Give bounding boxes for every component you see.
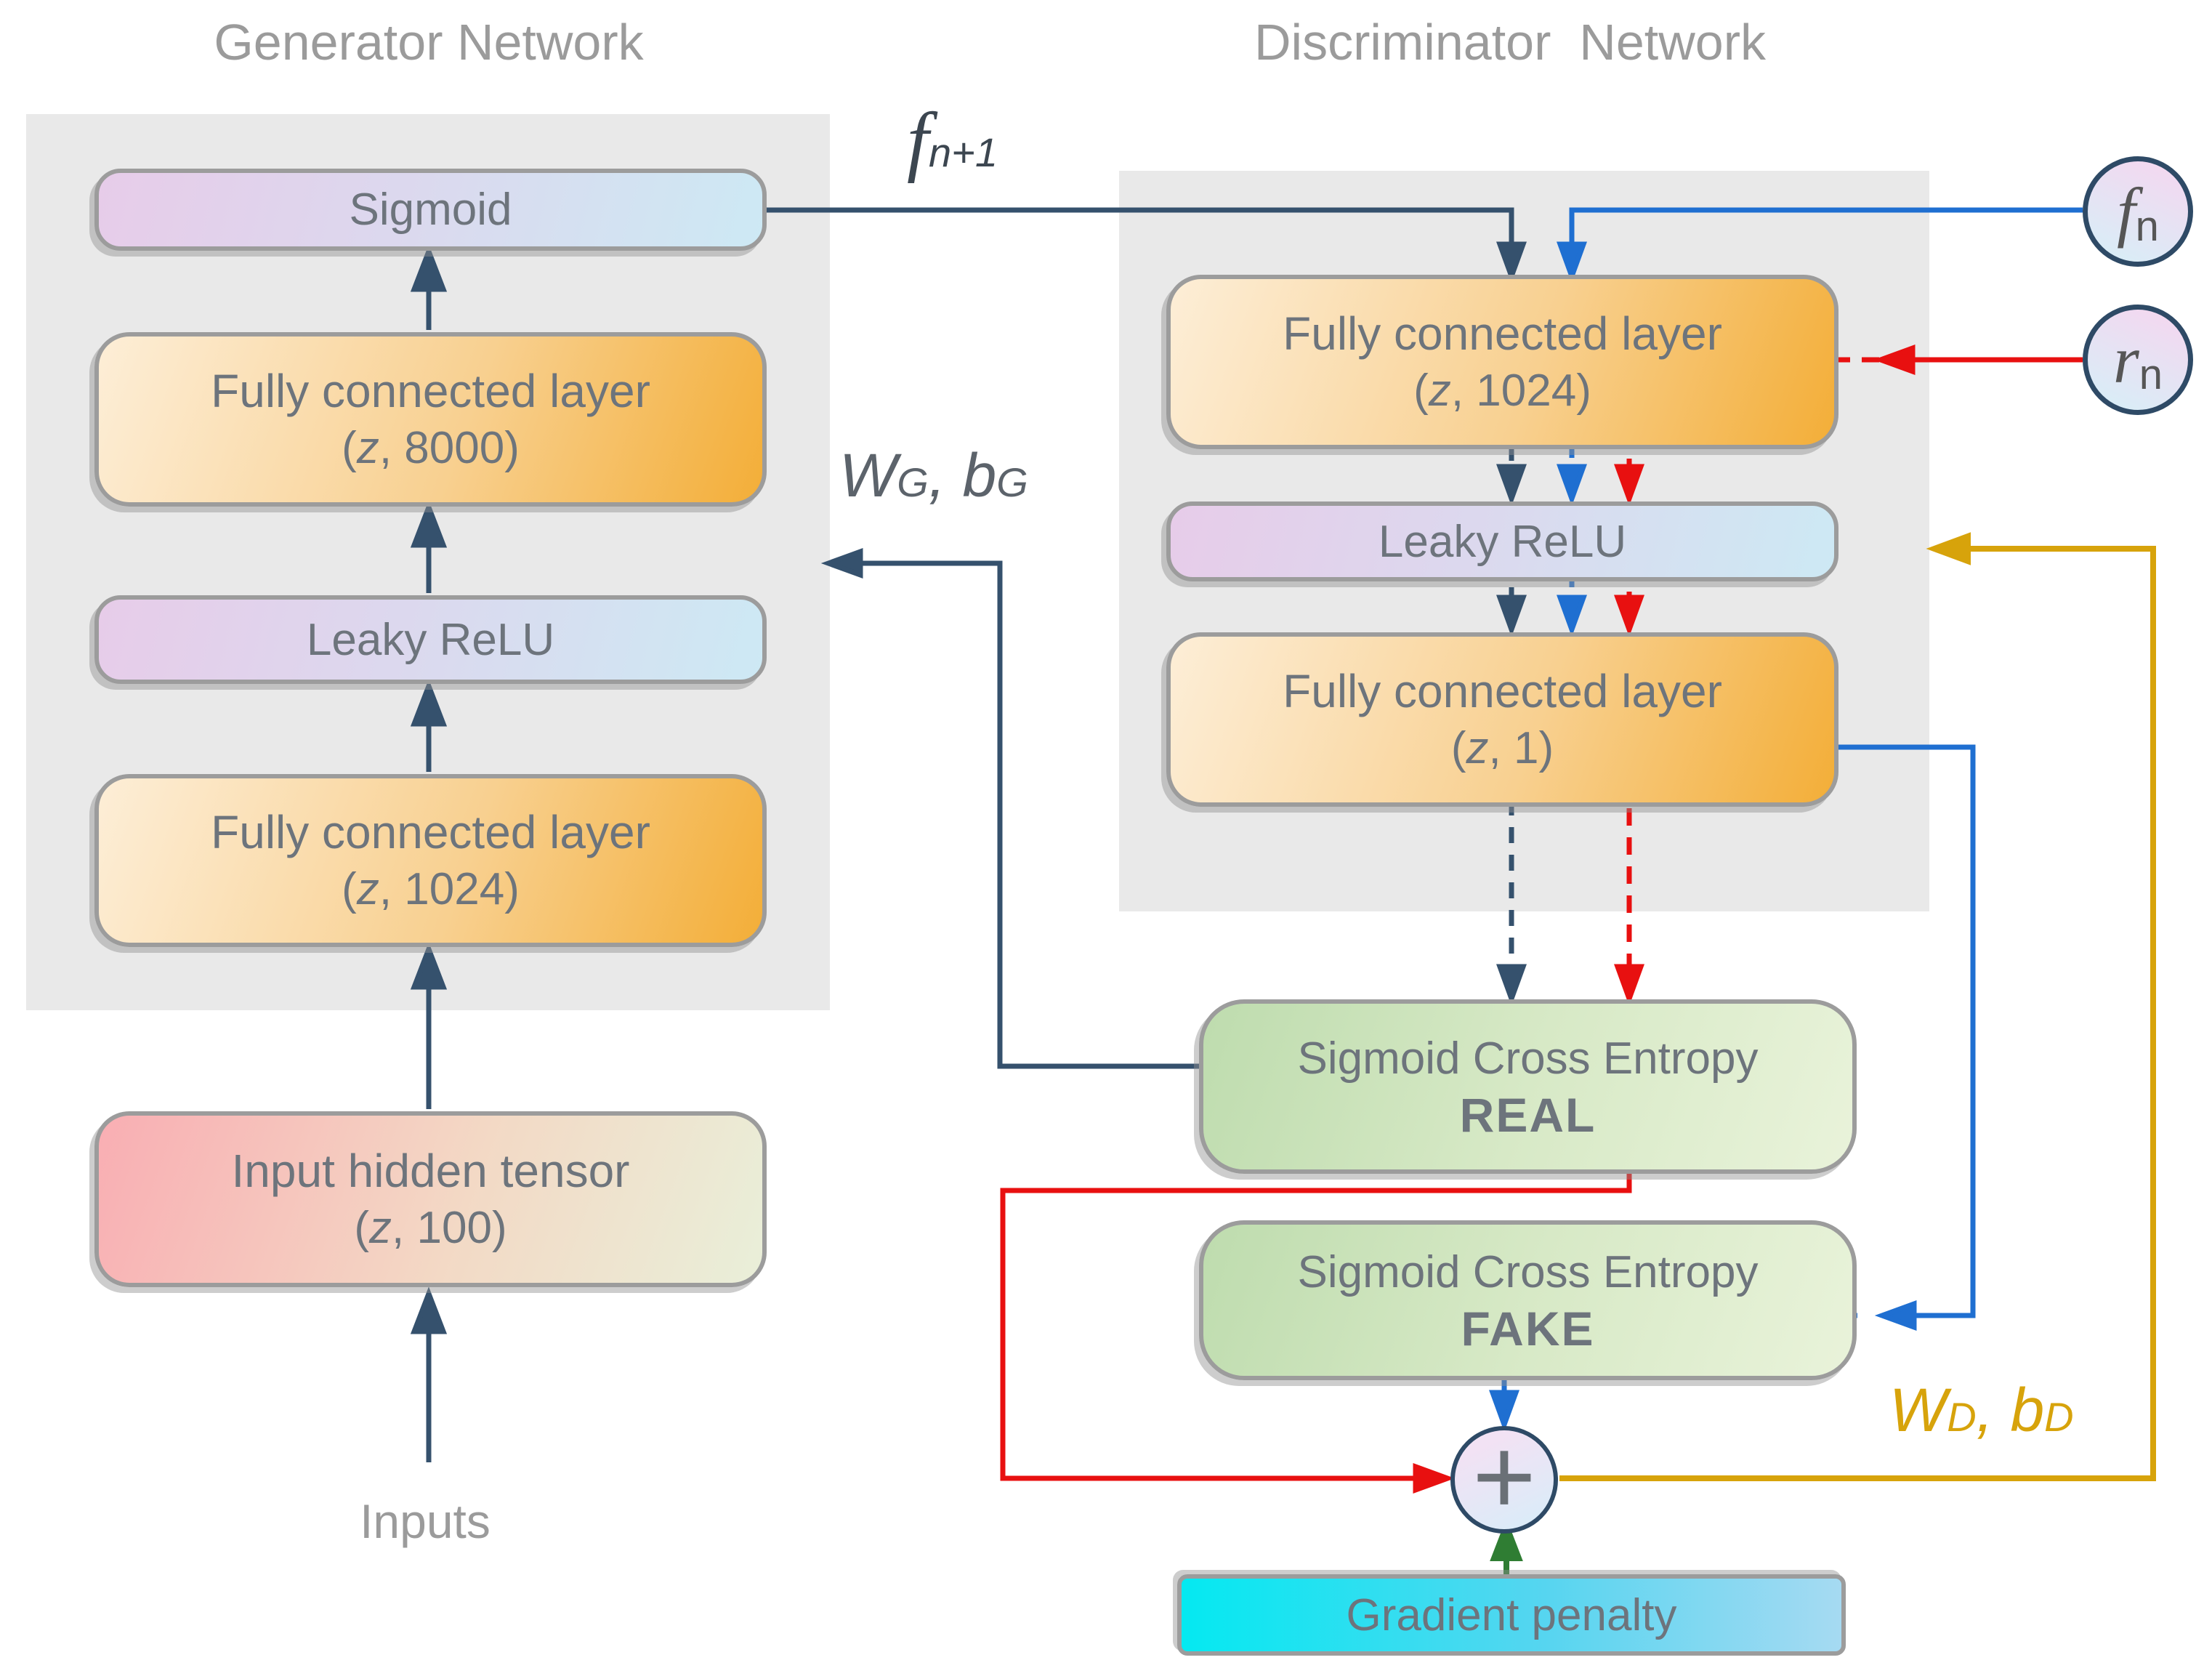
generator-title: Generator Network	[214, 14, 644, 70]
generator-stack-arrows	[410, 244, 448, 1462]
loss-target: REAL	[1459, 1087, 1597, 1142]
input-hidden-tensor: Input hidden tensor (z, 100)	[94, 1111, 767, 1287]
loss-label: Sigmoid Cross Entropy	[1297, 1247, 1759, 1298]
layer-dims: (z, 1024)	[1413, 366, 1591, 416]
gradient-penalty-box: Gradient penalty	[1177, 1574, 1846, 1656]
discriminator-title: Discriminator Network	[1254, 14, 1766, 70]
generator-gradient-feedback	[820, 548, 1511, 1069]
layer-label: Leaky ReLU	[1378, 516, 1627, 567]
generator-weights-label: WG, bG	[839, 441, 1028, 509]
discriminator-update-loop	[1559, 532, 2156, 1481]
layer-dims: (z, 100)	[354, 1203, 507, 1254]
generator-fc1024-layer: Fully connected layer (z, 1024)	[94, 774, 767, 947]
layer-label: Fully connected layer	[211, 806, 650, 859]
fn-label: f	[2117, 174, 2136, 249]
layer-label: Leaky ReLU	[306, 614, 555, 665]
layer-label: Input hidden tensor	[231, 1145, 630, 1198]
loss-target: FAKE	[1461, 1301, 1595, 1355]
layer-dims: (z, 1)	[1450, 723, 1554, 774]
f-next-label: fn+1	[907, 97, 998, 184]
discriminator-leaky-relu-layer: Leaky ReLU	[1166, 501, 1838, 581]
generator-fc8000-layer: Fully connected layer (z, 8000)	[94, 332, 767, 507]
sigmoid-cross-entropy-fake: Sigmoid Cross Entropy FAKE	[1199, 1220, 1857, 1380]
layer-dims: (z, 8000)	[342, 423, 520, 474]
discriminator-fc1024-layer: Fully connected layer (z, 1024)	[1166, 275, 1838, 449]
discriminator-fc1-layer: Fully connected layer (z, 1)	[1166, 632, 1838, 807]
sum-node: +	[1450, 1422, 1558, 1534]
generator-sigmoid-layer: Sigmoid	[94, 169, 767, 251]
loss-label: Gradient penalty	[1346, 1590, 1677, 1640]
layer-label: Fully connected layer	[211, 365, 650, 418]
loss-label: Sigmoid Cross Entropy	[1297, 1034, 1759, 1084]
layer-label: Sigmoid	[349, 185, 512, 235]
layer-dims: (z, 1024)	[342, 864, 520, 915]
rn-label: r	[2112, 323, 2139, 397]
layer-label: Fully connected layer	[1283, 307, 1722, 360]
plus-icon: +	[1472, 1415, 1536, 1537]
discriminator-weights-label: WD, bD	[1889, 1376, 2074, 1444]
gradient-penalty-arrow	[1490, 1518, 1523, 1574]
layer-label: Fully connected layer	[1283, 665, 1722, 718]
sigmoid-cross-entropy-real: Sigmoid Cross Entropy REAL	[1199, 999, 1857, 1174]
generator-leaky-relu-layer: Leaky ReLU	[94, 595, 767, 684]
inputs-label: Inputs	[360, 1494, 491, 1548]
